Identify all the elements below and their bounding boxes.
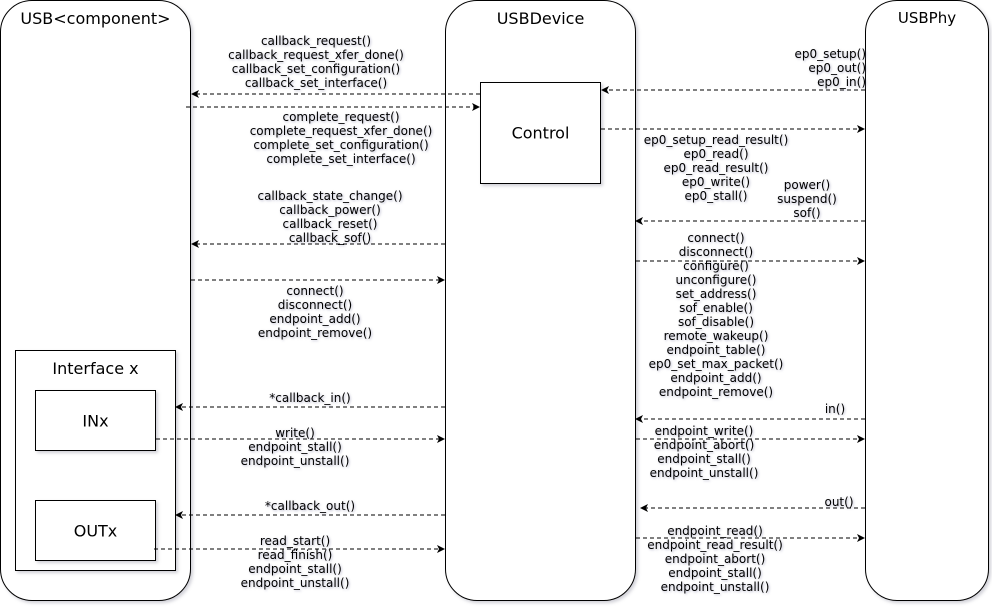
message-line: endpoint_table() [666, 343, 766, 357]
label-phy-events: power()suspend()sof() [772, 178, 842, 220]
message-line: connect() [286, 284, 344, 298]
label-phy-in-calls: endpoint_write()endpoint_abort()endpoint… [644, 424, 764, 480]
message-line: sof_enable() [679, 301, 753, 315]
label-phy-out-calls: endpoint_read()endpoint_read_result()end… [640, 524, 790, 594]
message-line: endpoint_stall() [668, 566, 762, 580]
message-line: endpoint_remove() [257, 326, 373, 340]
message-line: callback_set_configuration() [231, 62, 401, 76]
message-line: endpoint_unstall() [660, 580, 770, 594]
message-line: unconfigure() [675, 273, 757, 287]
message-line: endpoint_unstall() [240, 454, 350, 468]
message-line: connect() [687, 231, 745, 245]
message-line: callback_state_change() [257, 189, 403, 203]
message-line: callback_reset() [282, 217, 378, 231]
message-line: write() [275, 426, 315, 440]
message-line: endpoint_unstall() [649, 466, 759, 480]
message-line: ep0_out() [808, 61, 866, 75]
lane-title-usb-phy: USBPhy [897, 9, 957, 27]
message-line: endpoint_stall() [248, 562, 342, 576]
message-line: endpoint_read_result() [647, 538, 783, 552]
message-line: remote_wakeup() [663, 329, 769, 343]
message-line: read_start() [259, 534, 331, 548]
message-line: callback_set_interface() [244, 76, 388, 90]
message-line: out() [824, 495, 854, 509]
message-line: power() [783, 178, 831, 192]
label-ep0-events: ep0_setup()ep0_out()ep0_in() [766, 47, 866, 89]
message-line: endpoint_stall() [657, 452, 751, 466]
label-callback-request: callback_request()callback_request_xfer_… [226, 34, 406, 90]
in-endpoint-box: INx [35, 390, 156, 451]
message-line: read_finish() [257, 548, 333, 562]
message-line: callback_request_xfer_done() [228, 48, 404, 62]
message-line: ep0_read_result() [663, 161, 769, 175]
message-line: suspend() [777, 192, 837, 206]
lane-usb-phy: USBPhy [865, 0, 989, 601]
message-line: disconnect() [277, 298, 353, 312]
message-line: ep0_in() [817, 75, 866, 89]
message-line: complete_request_xfer_done() [249, 124, 433, 138]
label-in-calls: write()endpoint_stall()endpoint_unstall(… [230, 426, 360, 468]
label-callback-in: *callback_in() [250, 391, 370, 405]
message-line: *callback_in() [269, 391, 351, 405]
label-ep0-calls: ep0_setup_read_result()ep0_read()ep0_rea… [636, 133, 796, 203]
message-line: in() [824, 402, 846, 416]
message-line: endpoint_abort() [653, 438, 755, 452]
message-line: endpoint_add() [670, 371, 762, 385]
message-line: callback_sof() [288, 231, 372, 245]
message-line: ep0_set_max_packet() [648, 357, 784, 371]
message-line: callback_request() [260, 34, 372, 48]
message-line: endpoint_remove() [658, 385, 774, 399]
message-line: ep0_write() [681, 175, 751, 189]
message-line: endpoint_write() [654, 424, 754, 438]
message-line: configure() [683, 259, 749, 273]
message-line: *callback_out() [264, 499, 356, 513]
label-device-calls: connect()disconnect()endpoint_add()endpo… [240, 284, 390, 340]
message-line: complete_set_configuration() [253, 138, 429, 152]
lane-title-usb-device: USBDevice [496, 9, 585, 28]
out-endpoint-label: OUTx [73, 521, 118, 540]
label-phy-calls: connect()disconnect()configure()unconfig… [641, 231, 791, 399]
message-line: endpoint_abort() [664, 552, 766, 566]
interface-label: Interface x [52, 359, 139, 378]
message-line: endpoint_add() [269, 312, 361, 326]
label-out-calls: read_start()read_finish()endpoint_stall(… [230, 534, 360, 590]
message-line: ep0_read() [683, 147, 749, 161]
lane-title-usb-component: USB<component> [20, 9, 171, 28]
message-line: ep0_setup() [794, 47, 866, 61]
out-endpoint-box: OUTx [35, 500, 156, 561]
message-line: set_address() [675, 287, 757, 301]
message-line: ep0_setup_read_result() [643, 133, 789, 147]
in-endpoint-label: INx [82, 411, 109, 430]
message-line: endpoint_unstall() [240, 576, 350, 590]
control-label: Control [511, 123, 570, 143]
lane-usb-device: USBDevice [445, 0, 636, 601]
label-complete-request: complete_request()complete_request_xfer_… [246, 110, 436, 166]
message-line: endpoint_stall() [248, 440, 342, 454]
label-callback-state: callback_state_change()callback_power()c… [240, 189, 420, 245]
label-phy-out: out() [819, 495, 859, 509]
message-line: complete_request() [282, 110, 400, 124]
message-line: disconnect() [678, 245, 754, 259]
message-line: sof() [793, 206, 821, 220]
message-line: endpoint_read() [667, 524, 763, 538]
message-line: sof_disable() [677, 315, 755, 329]
control-box: Control [480, 82, 601, 184]
message-line: ep0_stall() [684, 189, 748, 203]
message-line: callback_power() [279, 203, 381, 217]
label-phy-in: in() [820, 402, 850, 416]
message-line: complete_set_interface() [266, 152, 416, 166]
label-callback-out: *callback_out() [250, 499, 370, 513]
